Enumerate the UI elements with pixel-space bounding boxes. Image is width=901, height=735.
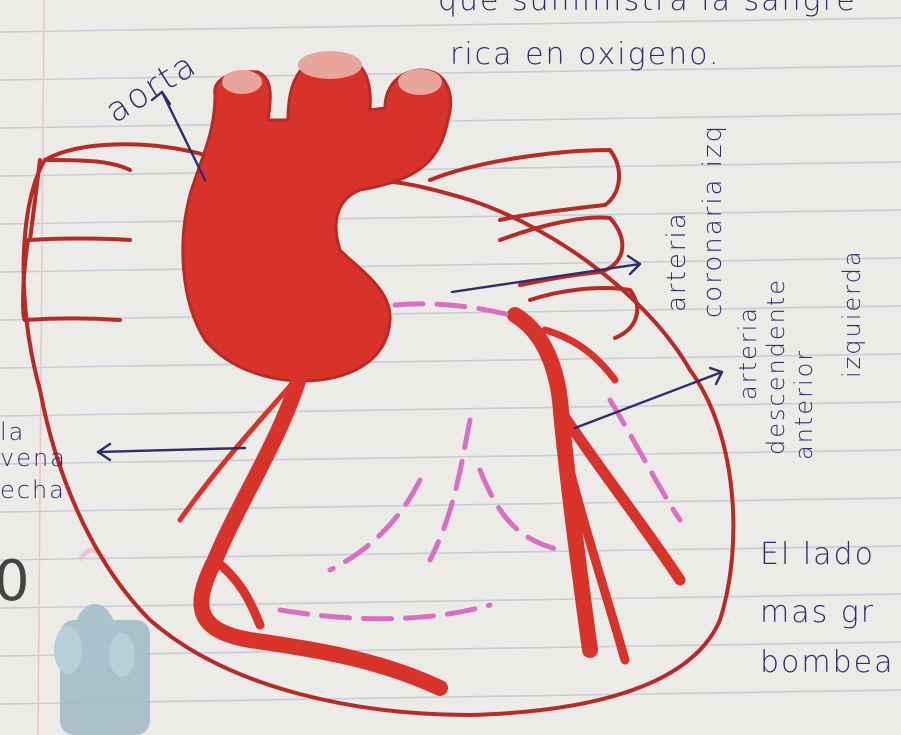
label-coronaria-2: coronaria izq bbox=[700, 124, 726, 318]
note-bottom-line3: bombea bbox=[760, 648, 895, 678]
note-bottom-line1: El lado bbox=[760, 540, 875, 570]
label-vena-3: echa bbox=[0, 478, 66, 502]
arrow-vena bbox=[98, 448, 245, 452]
label-descendente-2: descendente bbox=[764, 278, 788, 455]
label-descendente-4: izquierda bbox=[840, 249, 864, 378]
arrow-descendente bbox=[575, 372, 722, 428]
left-descending-artery bbox=[515, 315, 680, 660]
arrow-aorta bbox=[162, 92, 205, 180]
margin-letter: 0 bbox=[0, 549, 30, 614]
label-vena-1: la bbox=[0, 420, 25, 444]
label-coronaria-1: arteria bbox=[664, 211, 690, 312]
label-descendente-3: anterior bbox=[792, 349, 816, 460]
note-bottom-line2: mas gr bbox=[760, 598, 875, 628]
aorta-vessel bbox=[183, 51, 451, 381]
label-descendente-1: arteria bbox=[736, 306, 760, 400]
note-top-line1: que suministra la sangre bbox=[438, 0, 857, 16]
note-top-line2: rica en oxigeno. bbox=[450, 40, 720, 70]
right-coronary-artery bbox=[180, 375, 440, 688]
cactus-pot-icon bbox=[54, 550, 150, 735]
label-vena-2: vena bbox=[0, 446, 67, 470]
